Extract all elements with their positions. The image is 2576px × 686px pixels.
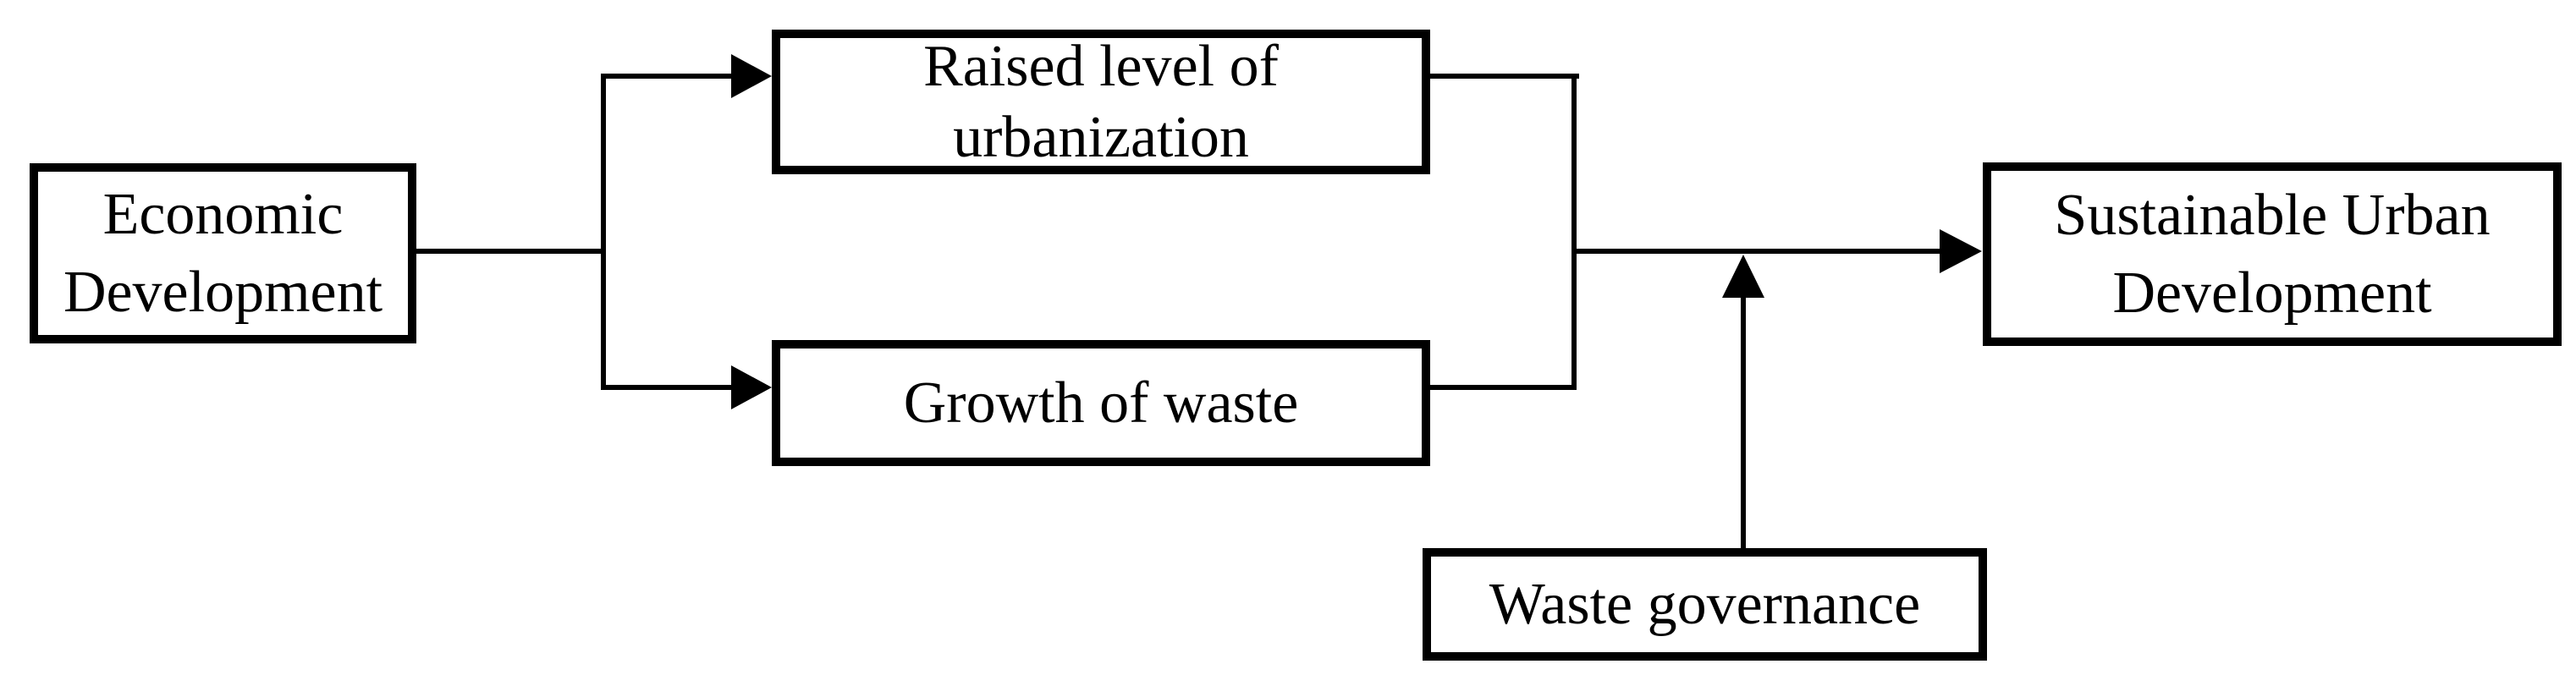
node-label-line: Development	[63, 259, 383, 325]
arrowhead-governance-up	[1722, 255, 1764, 298]
node-sustainable-urban-development: Sustainable Urban Development	[1983, 162, 2562, 346]
node-label-line: Sustainable Urban	[2054, 182, 2491, 248]
arrowhead-into-growth-of-waste	[731, 365, 772, 409]
node-label-line: Waste governance	[1489, 571, 1921, 637]
node-label-line: Economic	[102, 181, 344, 247]
node-economic-development: Economic Development	[30, 163, 416, 343]
arrowhead-into-sustainable	[1940, 229, 1982, 273]
arrowhead-into-raised-level	[731, 54, 772, 98]
node-label-line: urbanization	[953, 104, 1249, 170]
node-label-line: Growth of waste	[903, 370, 1299, 436]
node-label-line: Raised level of	[923, 33, 1279, 99]
node-growth-of-waste: Growth of waste	[772, 340, 1430, 466]
node-label-line: Development	[2112, 260, 2432, 326]
node-waste-governance: Waste governance	[1423, 548, 1987, 661]
node-raised-level-of-urbanization: Raised level of urbanization	[772, 30, 1430, 174]
